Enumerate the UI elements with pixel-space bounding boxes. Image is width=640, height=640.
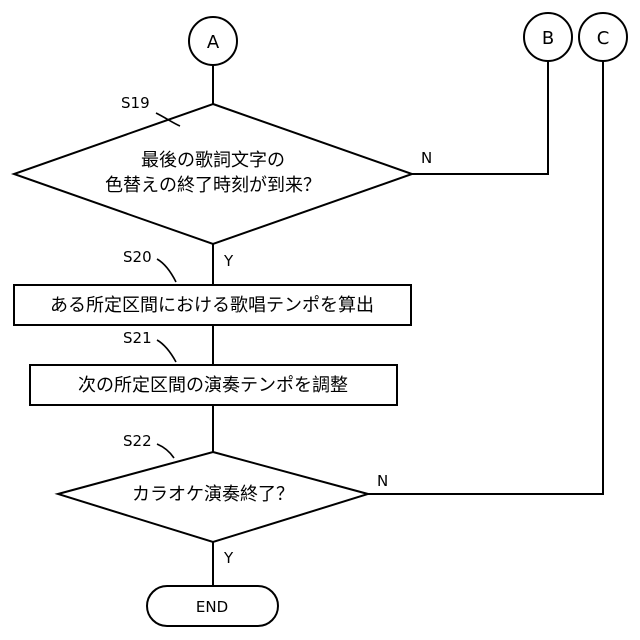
connector-c-label: C [597,28,610,49]
decision-s19-line2: 色替えの終了時刻が到来？ [105,175,321,196]
flow-line-s19-no-to-b [412,61,548,174]
decision-s19-line1: 最後の歌詞文字の [141,150,285,171]
connector-a: A [189,17,237,65]
decision-s19: 最後の歌詞文字の 色替えの終了時刻が到来？ [14,104,412,244]
decision-s22-yes-label: Y [223,549,234,567]
process-s21: 次の所定区間の演奏テンポを調整 [30,365,397,405]
step-label-s19: S19 [121,94,150,112]
step-label-s21-leader [157,340,176,362]
flow-line-s22-no-to-c [368,61,603,494]
step-label-s21: S21 [123,329,152,347]
connector-c: C [579,13,627,61]
connector-b: B [524,13,572,61]
end-terminal-label: END [196,598,228,616]
decision-s19-no-label: N [421,149,432,167]
connector-b-label: B [542,28,554,49]
decision-s19-yes-label: Y [223,252,234,270]
process-s20: ある所定区間における歌唱テンポを算出 [14,285,411,325]
end-terminal: END [147,586,278,626]
decision-s22-text: カラオケ演奏終了？ [132,484,294,505]
step-label-s20-leader [157,259,176,282]
step-label-s20: S20 [123,248,152,266]
step-label-s22: S22 [123,432,152,450]
connector-a-label: A [207,32,220,53]
decision-s22-no-label: N [377,472,388,490]
step-label-s22-leader [157,444,174,458]
process-s21-text: 次の所定区間の演奏テンポを調整 [78,375,348,396]
decision-s22: カラオケ演奏終了？ [58,452,368,542]
process-s20-text: ある所定区間における歌唱テンポを算出 [50,295,374,316]
